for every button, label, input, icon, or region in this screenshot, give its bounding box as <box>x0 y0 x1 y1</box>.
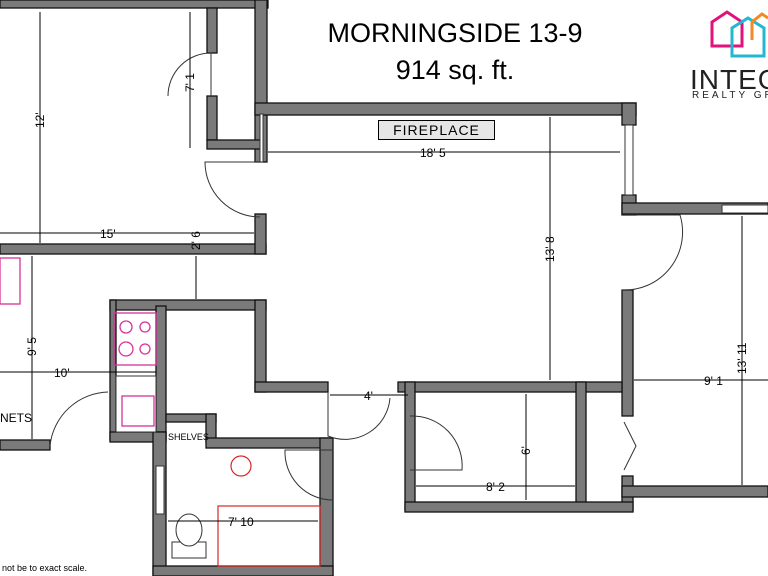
dim-living-width: 18' 5 <box>420 146 446 160</box>
house-icon <box>730 16 766 58</box>
window <box>721 204 768 214</box>
company-logo-name: INTEGR <box>690 64 768 95</box>
wall <box>254 381 329 393</box>
dim-bath-width: 7' 10 <box>228 515 254 529</box>
dim-hall-gap: 2' 6 <box>189 231 203 250</box>
dim-kitchen-height: 9' 5 <box>25 337 39 356</box>
door-arc <box>49 391 109 447</box>
dim-right-height: 13' 11 <box>735 342 749 374</box>
window <box>155 465 165 515</box>
dimension-lines <box>0 12 768 522</box>
scale-disclaimer: not be to exact scale. <box>2 563 88 573</box>
wall <box>206 7 218 54</box>
door-arc <box>409 415 463 471</box>
wall <box>205 437 331 449</box>
doors <box>49 52 684 501</box>
dim-closet-height: 7' 1 <box>183 73 197 92</box>
wall <box>254 213 267 255</box>
wall <box>206 95 218 141</box>
wall <box>621 202 768 215</box>
door-arc <box>327 392 391 440</box>
dim-right-width: 9' 1 <box>704 374 723 388</box>
shelves-label: SHELVES <box>168 432 209 442</box>
wall <box>404 381 416 511</box>
stove <box>113 312 157 366</box>
wall <box>319 437 334 576</box>
door-arc <box>204 161 261 218</box>
window <box>259 113 264 163</box>
plan-title: MORNINGSIDE 13-9 <box>327 18 583 48</box>
burner <box>118 341 134 357</box>
burner <box>139 343 151 355</box>
dim-kitchen-width: 10' <box>54 366 70 380</box>
wall <box>621 289 634 417</box>
wall <box>109 299 117 441</box>
door-arc <box>167 52 212 97</box>
kitchen-sink <box>121 395 155 427</box>
house-icon <box>750 12 768 40</box>
wall <box>575 381 587 511</box>
wall <box>152 565 334 576</box>
fireplace-label: FIREPLACE <box>378 120 495 140</box>
dim-door-width: 4' <box>364 389 373 403</box>
toilet-bowl <box>175 513 203 547</box>
dim-bedroom-height: 12' <box>33 112 47 128</box>
wall <box>621 102 637 126</box>
wall <box>397 381 623 393</box>
house-icon <box>710 10 744 48</box>
wall <box>155 305 167 441</box>
windows <box>155 113 768 515</box>
closets-label: NETS <box>0 411 33 425</box>
company-logo-mark <box>710 10 768 58</box>
wall <box>254 102 637 116</box>
wall <box>206 139 263 150</box>
wall <box>621 485 768 498</box>
wall <box>404 501 634 513</box>
door-arc <box>621 214 684 291</box>
window <box>624 124 634 196</box>
dim-closet-width: 8' 2 <box>486 480 505 494</box>
dim-living-height: 13' 8 <box>543 236 557 262</box>
wall <box>0 243 267 255</box>
bathtub <box>217 505 321 567</box>
wall <box>0 0 269 9</box>
fixtures <box>0 257 321 567</box>
dimension-labels: 12' 15' 7' 1 18' 5 13' 8 2' 6 9' 5 10' 4… <box>25 73 749 529</box>
wall <box>254 299 267 393</box>
counter <box>115 375 157 433</box>
fridge <box>0 257 21 305</box>
wall <box>109 299 267 311</box>
dim-bedroom-width: 15' <box>100 227 116 241</box>
burner <box>119 320 133 334</box>
dim-closet-depth: 6' <box>519 446 533 455</box>
company-logo-tagline: REALTY GR <box>692 90 768 101</box>
plan-area: 914 sq. ft. <box>395 55 515 85</box>
door-bifold <box>623 421 637 471</box>
door-arc <box>284 449 334 501</box>
burner <box>139 321 151 333</box>
bath-sink <box>230 455 252 477</box>
wall <box>0 439 51 451</box>
